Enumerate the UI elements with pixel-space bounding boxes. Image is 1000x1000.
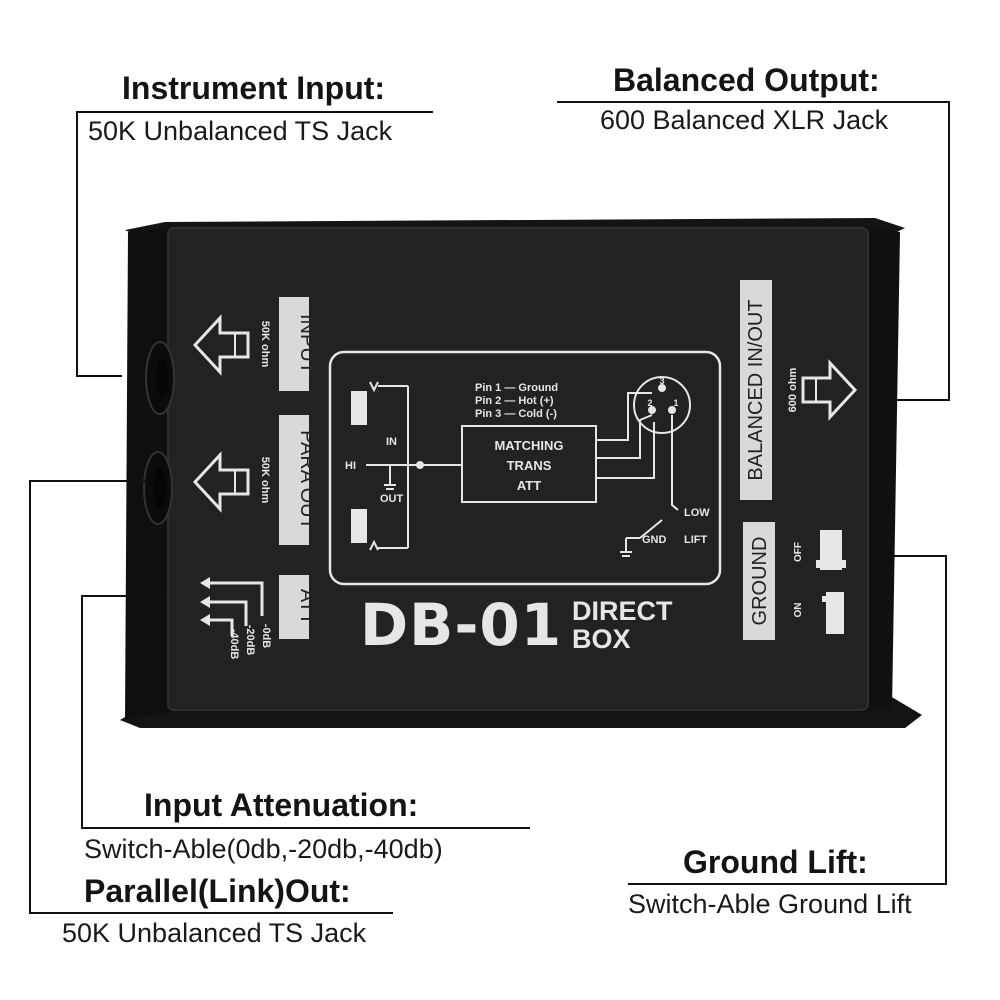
pin-1-label: Pin 1 — Ground xyxy=(475,382,558,394)
para-out-impedance: 50K ohm xyxy=(259,457,271,504)
input-label: INPUT xyxy=(296,314,318,374)
balanced-output-desc: 600 Balanced XLR Jack xyxy=(600,105,889,135)
model-name: DB-01 xyxy=(360,591,562,659)
ground-lift-desc: Switch-Able Ground Lift xyxy=(628,889,912,919)
balanced-output-title: Balanced Output: xyxy=(613,62,880,98)
block-line-2: TRANS xyxy=(507,458,552,473)
input-impedance: 50K ohm xyxy=(259,321,271,368)
block-line-1: MATCHING xyxy=(494,438,563,453)
schematic-gnd-label: GND xyxy=(642,534,667,546)
pin-3-label: Pin 3 — Cold (-) xyxy=(475,408,557,420)
schematic-out-label: OUT xyxy=(380,493,404,505)
instrument-input-title: Instrument Input: xyxy=(122,70,386,106)
matching-block xyxy=(461,425,597,503)
schematic-frame xyxy=(328,350,722,586)
schematic-hi-label: HI xyxy=(345,460,356,472)
parallel-out-desc: 50K Unbalanced TS Jack xyxy=(62,918,367,948)
ground-lift-title: Ground Lift: xyxy=(683,844,868,880)
xlr-pin-1: 1 xyxy=(673,398,678,408)
att-level-40: -40dB xyxy=(228,629,240,660)
xlr-pin-2: 2 xyxy=(647,398,652,408)
ground-label: GROUND xyxy=(749,537,771,626)
parallel-out-title: Parallel(Link)Out: xyxy=(84,873,351,909)
pin-2-label: Pin 2 — Hot (+) xyxy=(475,395,554,407)
input-attenuation-desc: Switch-Able(0db,-20db,-40db) xyxy=(84,834,443,864)
xlr-pin-3: 3 xyxy=(659,376,664,386)
para-out-label: PARA OUT xyxy=(296,430,318,530)
device-type-line-2: BOX xyxy=(572,624,631,654)
att-level-0: -0dB xyxy=(260,624,272,649)
instrument-input-desc: 50K Unbalanced TS Jack xyxy=(88,116,393,146)
switch-off-label: OFF xyxy=(793,542,804,562)
input-attenuation-title: Input Attenuation: xyxy=(144,787,419,823)
balanced-label: BALANCED IN/OUT xyxy=(745,299,767,480)
switch-on-label: ON xyxy=(793,603,804,618)
att-label: ATT xyxy=(296,589,318,625)
schematic-lift-label: LIFT xyxy=(684,534,707,546)
att-level-20: -20dB xyxy=(244,625,256,656)
schematic-low-label: LOW xyxy=(684,507,710,519)
block-line-3: ATT xyxy=(517,478,541,493)
device-type-line-1: DIRECT xyxy=(572,596,673,626)
schematic-in-label: IN xyxy=(386,436,397,448)
balanced-impedance: 600 ohm xyxy=(787,367,799,412)
